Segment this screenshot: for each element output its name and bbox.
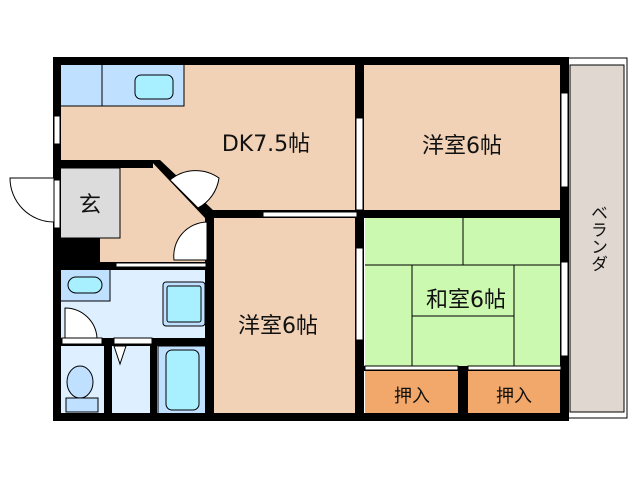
room-label-entrance: 玄 (78, 193, 102, 218)
room-label-closet1: 押入 (394, 386, 430, 407)
room-label-western1: 洋室6帖 (422, 134, 502, 159)
kitchen-counter (59, 63, 185, 107)
closet1-floor (365, 371, 460, 414)
openings (53, 92, 569, 371)
veranda (566, 57, 628, 419)
washbasin (59, 268, 111, 302)
bathtub (157, 345, 209, 415)
western2-floor (212, 216, 360, 414)
room-label-western2: 洋室6帖 (238, 314, 318, 339)
closet2-floor (468, 371, 563, 414)
door-swings (9, 170, 220, 339)
room-label-veranda: ベランダ (587, 204, 608, 272)
japanese-floor (365, 217, 563, 366)
room-label-dk: DK7.5帖 (221, 132, 311, 157)
room-label-japanese: 和室6帖 (426, 288, 506, 313)
western1-floor (362, 64, 566, 214)
tatami-lines (365, 217, 563, 366)
washing-machine (162, 281, 206, 327)
room-label-closet2: 押入 (496, 386, 532, 407)
toilet (60, 345, 105, 413)
